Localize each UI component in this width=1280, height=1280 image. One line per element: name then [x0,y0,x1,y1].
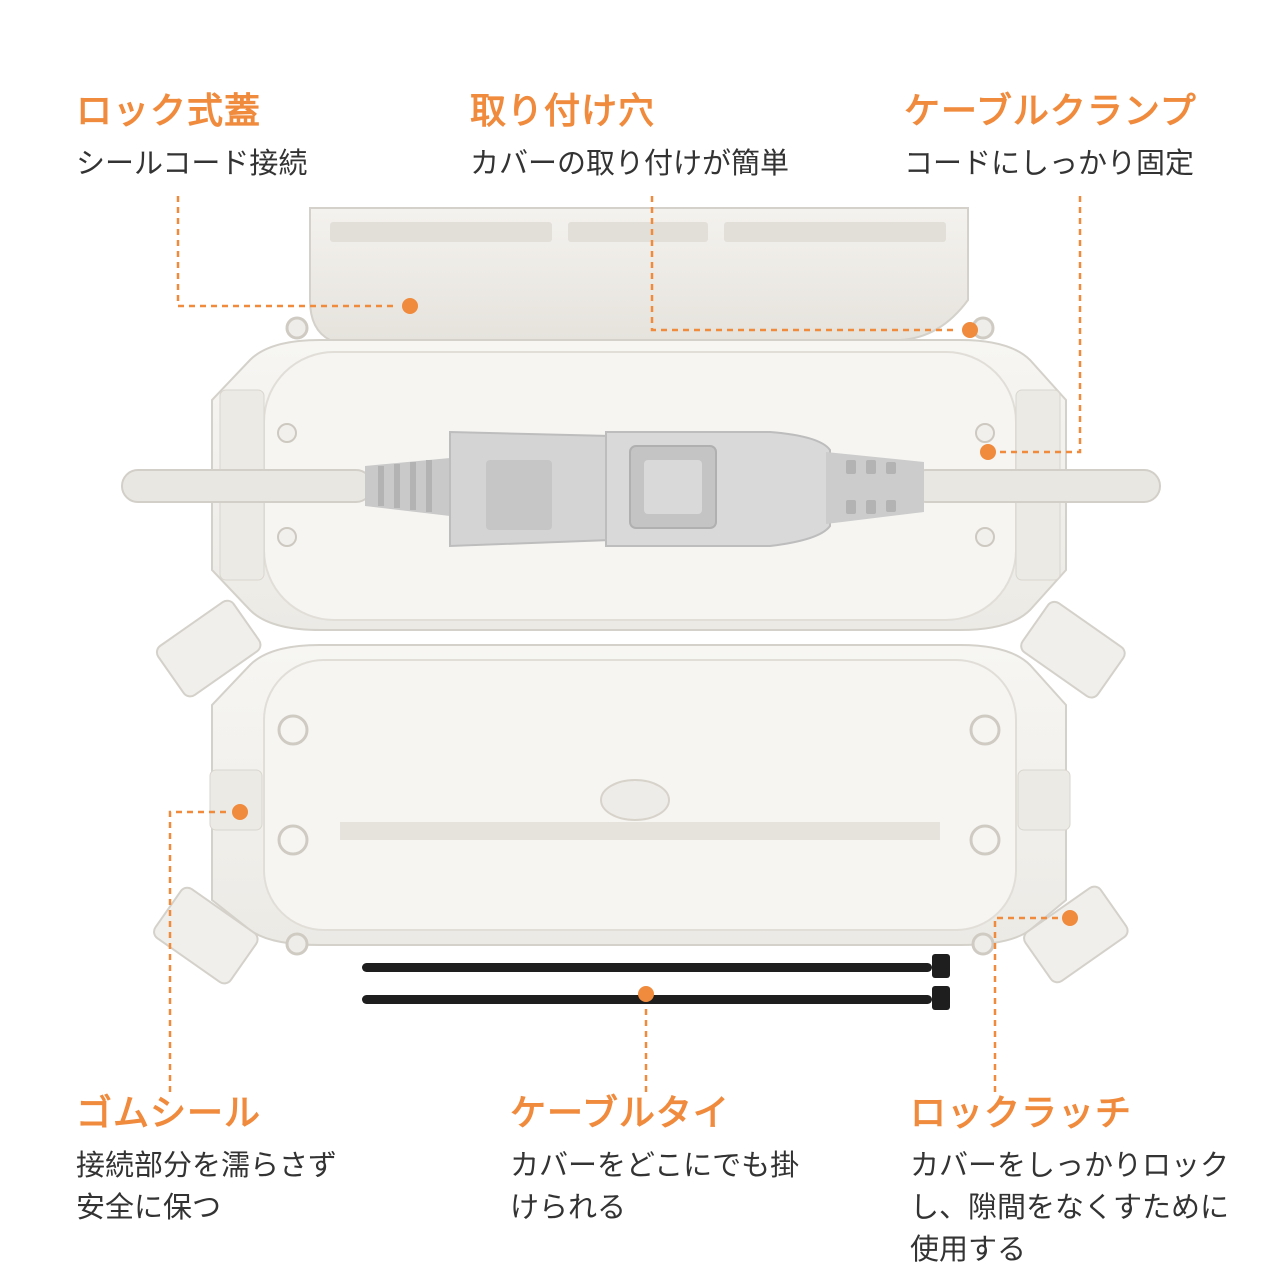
dot-rubber-seal [232,804,248,820]
label-cable-tie: ケーブルタイ カバーをどこにでも掛 けられる [510,1094,799,1228]
feature-desc: カバーをどこにでも掛 けられる [510,1144,799,1228]
lock-latches [153,599,1129,985]
feature-title: ケーブルクランプ [904,91,1197,132]
callout-dots [232,298,1078,1002]
feature-title: 取り付け穴 [470,91,656,132]
desc-line: コードにしっかり固定 [904,145,1195,180]
top-lid [285,207,995,341]
dot-cable-tie [638,986,654,1002]
feature-title: ゴムシール [76,1093,262,1134]
feature-title: ロック式蓋 [76,91,262,132]
dot-lock-lid [402,298,418,314]
feature-desc: カバーの取り付けが簡単 [470,142,789,184]
label-cable-clamp: ケーブルクランプ コードにしっかり固定 [904,92,1197,184]
cable-ties [362,954,950,1010]
feature-desc: 接続部分を濡らさず 安全に保つ [76,1144,337,1228]
lower-body [209,644,1071,956]
label-rubber-seal: ゴムシール 接続部分を濡らさず 安全に保つ [76,1094,337,1228]
desc-line: カバーをしっかりロック [910,1147,1230,1182]
feature-title: ケーブルタイ [510,1093,730,1134]
desc-line: けられる [510,1189,627,1224]
label-lock-latch: ロックラッチ カバーをしっかりロック し、隙間をなくすために 使用する [910,1094,1229,1270]
desc-line: シールコード接続 [76,145,308,180]
callout-lines [168,196,1082,1092]
desc-line: し、隙間をなくすために [910,1189,1230,1224]
label-lock-lid: ロック式蓋 シールコード接続 [76,92,307,184]
feature-desc: コードにしっかり固定 [904,142,1197,184]
dot-cable-clamp [980,444,996,460]
feature-desc: カバーをしっかりロック し、隙間をなくすために 使用する [910,1144,1229,1270]
desc-line: 安全に保つ [76,1189,222,1224]
cable-and-plug [121,430,1161,548]
dot-lock-latch [1062,910,1078,926]
label-mount-hole: 取り付け穴 カバーの取り付けが簡単 [470,92,789,184]
desc-line: カバーの取り付けが簡単 [470,145,790,180]
dot-mount-hole [962,322,978,338]
feature-title: ロックラッチ [910,1093,1133,1134]
desc-line: カバーをどこにでも掛 [510,1147,800,1182]
desc-line: 接続部分を濡らさず [76,1147,338,1182]
desc-line: 使用する [910,1231,1027,1266]
feature-desc: シールコード接続 [76,142,307,184]
